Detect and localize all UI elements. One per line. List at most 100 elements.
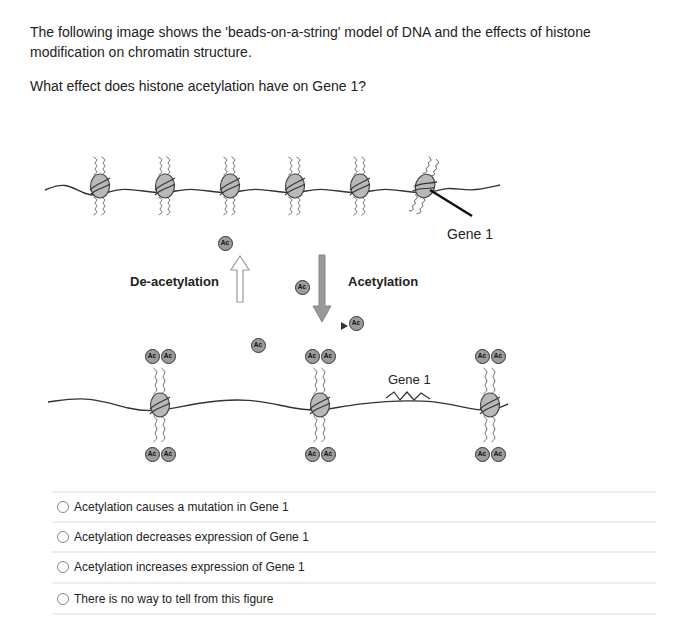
radio-button [58, 594, 69, 605]
histone-tail [314, 416, 317, 442]
histone-core [351, 174, 370, 198]
tag-text: Ac [478, 451, 486, 458]
histone-tail [484, 416, 487, 442]
question-text: What effect does histone acetylation hav… [30, 78, 366, 95]
histone-tail [289, 197, 292, 215]
histone-tail [224, 157, 227, 175]
tag-text: Ac [164, 451, 172, 458]
tag-text: Ac [298, 284, 306, 291]
gene-label: Gene 1 [447, 226, 493, 243]
histone-tail [297, 157, 300, 175]
histone-core [481, 393, 500, 417]
histone-tail [289, 157, 292, 175]
process-label: De-acetylation [130, 274, 219, 290]
dna-strand [48, 399, 508, 411]
histone-tail [232, 197, 235, 215]
dna-wrap [150, 397, 170, 414]
acetyl-tag: Ac [251, 338, 266, 353]
dna-wrap [310, 397, 330, 414]
histone-tail [354, 197, 357, 215]
histone-core [221, 174, 240, 198]
histone-tail [492, 416, 495, 442]
histone-tail [102, 197, 105, 215]
histone-tail [232, 157, 235, 175]
nucleosome [90, 157, 110, 215]
nucleosome [285, 157, 305, 215]
histone-tail [430, 159, 439, 177]
tag-text: Ac [478, 353, 486, 360]
acetyl-tag: Ac [295, 280, 310, 295]
tag-text: Ac [308, 451, 316, 458]
histone-core [286, 174, 305, 198]
nucleosome [406, 155, 445, 216]
histone-tail [162, 368, 165, 394]
process-label: Acetylation [348, 274, 418, 290]
title: The following image shows the 'beads-on-… [30, 22, 640, 63]
acetyl-tag: Ac [349, 316, 364, 331]
histone-tail [416, 197, 425, 215]
tag-text: Ac [148, 451, 156, 458]
histone-tail [362, 157, 365, 175]
tag-text: Ac [148, 353, 156, 360]
row-divider [52, 522, 656, 523]
dna-wrap [90, 178, 110, 195]
histone-tail [94, 157, 97, 175]
histone-tail [314, 368, 317, 394]
dna-wrap [220, 178, 240, 195]
histone-core [311, 393, 330, 417]
acetyl-tag: Ac [161, 447, 176, 462]
histone-tail [354, 157, 357, 175]
tag-text: Ac [221, 240, 229, 247]
tag-text: Ac [494, 353, 502, 360]
histone-tail [167, 197, 170, 215]
answer-option: Acetylation decreases expression of Gene… [74, 530, 309, 544]
histone-tail [162, 416, 165, 442]
histone-tail [322, 416, 325, 442]
deacetylation-arrow [231, 256, 249, 302]
gene-pointer [430, 190, 472, 216]
answer-option: There is no way to tell from this figure [74, 592, 273, 606]
answer-option: Acetylation causes a mutation in Gene 1 [74, 500, 289, 514]
histone-tail [297, 197, 300, 215]
tag-text: Ac [254, 342, 262, 349]
acetyl-tag: Ac [305, 447, 320, 462]
histone-tail [409, 194, 418, 212]
tag-text: Ac [308, 353, 316, 360]
nucleosome [150, 368, 170, 442]
histone-core [91, 174, 110, 198]
dna-wrap [350, 178, 370, 195]
tag-text: Ac [494, 451, 502, 458]
histone-core [151, 393, 170, 417]
acetyl-tag: Ac [145, 349, 160, 364]
acetyl-tag: Ac [321, 349, 336, 364]
acetyl-tag: Ac [218, 236, 233, 251]
row-divider [52, 552, 656, 553]
histone-tail [423, 157, 432, 175]
nucleosome [220, 157, 240, 215]
small-arrowhead [341, 322, 348, 330]
tag-text: Ac [164, 353, 172, 360]
histone-core [156, 174, 175, 198]
acetyl-tag: Ac [145, 447, 160, 462]
histone-tail [167, 157, 170, 175]
tag-text: Ac [352, 320, 360, 327]
nucleosome [155, 157, 175, 215]
tag-text: Ac [324, 451, 332, 458]
nucleosome [350, 157, 370, 215]
row-divider [52, 492, 656, 493]
histone-tail [492, 368, 495, 394]
acetyl-tag: Ac [475, 349, 490, 364]
acetyl-tag: Ac [491, 447, 506, 462]
acetyl-tag: Ac [491, 349, 506, 364]
histone-tail [154, 368, 157, 394]
histone-tail [159, 157, 162, 175]
gene-segment [386, 392, 430, 400]
tag-text: Ac [324, 353, 332, 360]
histone-core [412, 171, 438, 200]
histone-tail [159, 197, 162, 215]
dna-wrap [413, 175, 438, 198]
row-divider [52, 614, 656, 615]
row-divider [52, 583, 656, 584]
answer-option: Acetylation increases expression of Gene… [74, 560, 305, 574]
histone-tail [94, 197, 97, 215]
